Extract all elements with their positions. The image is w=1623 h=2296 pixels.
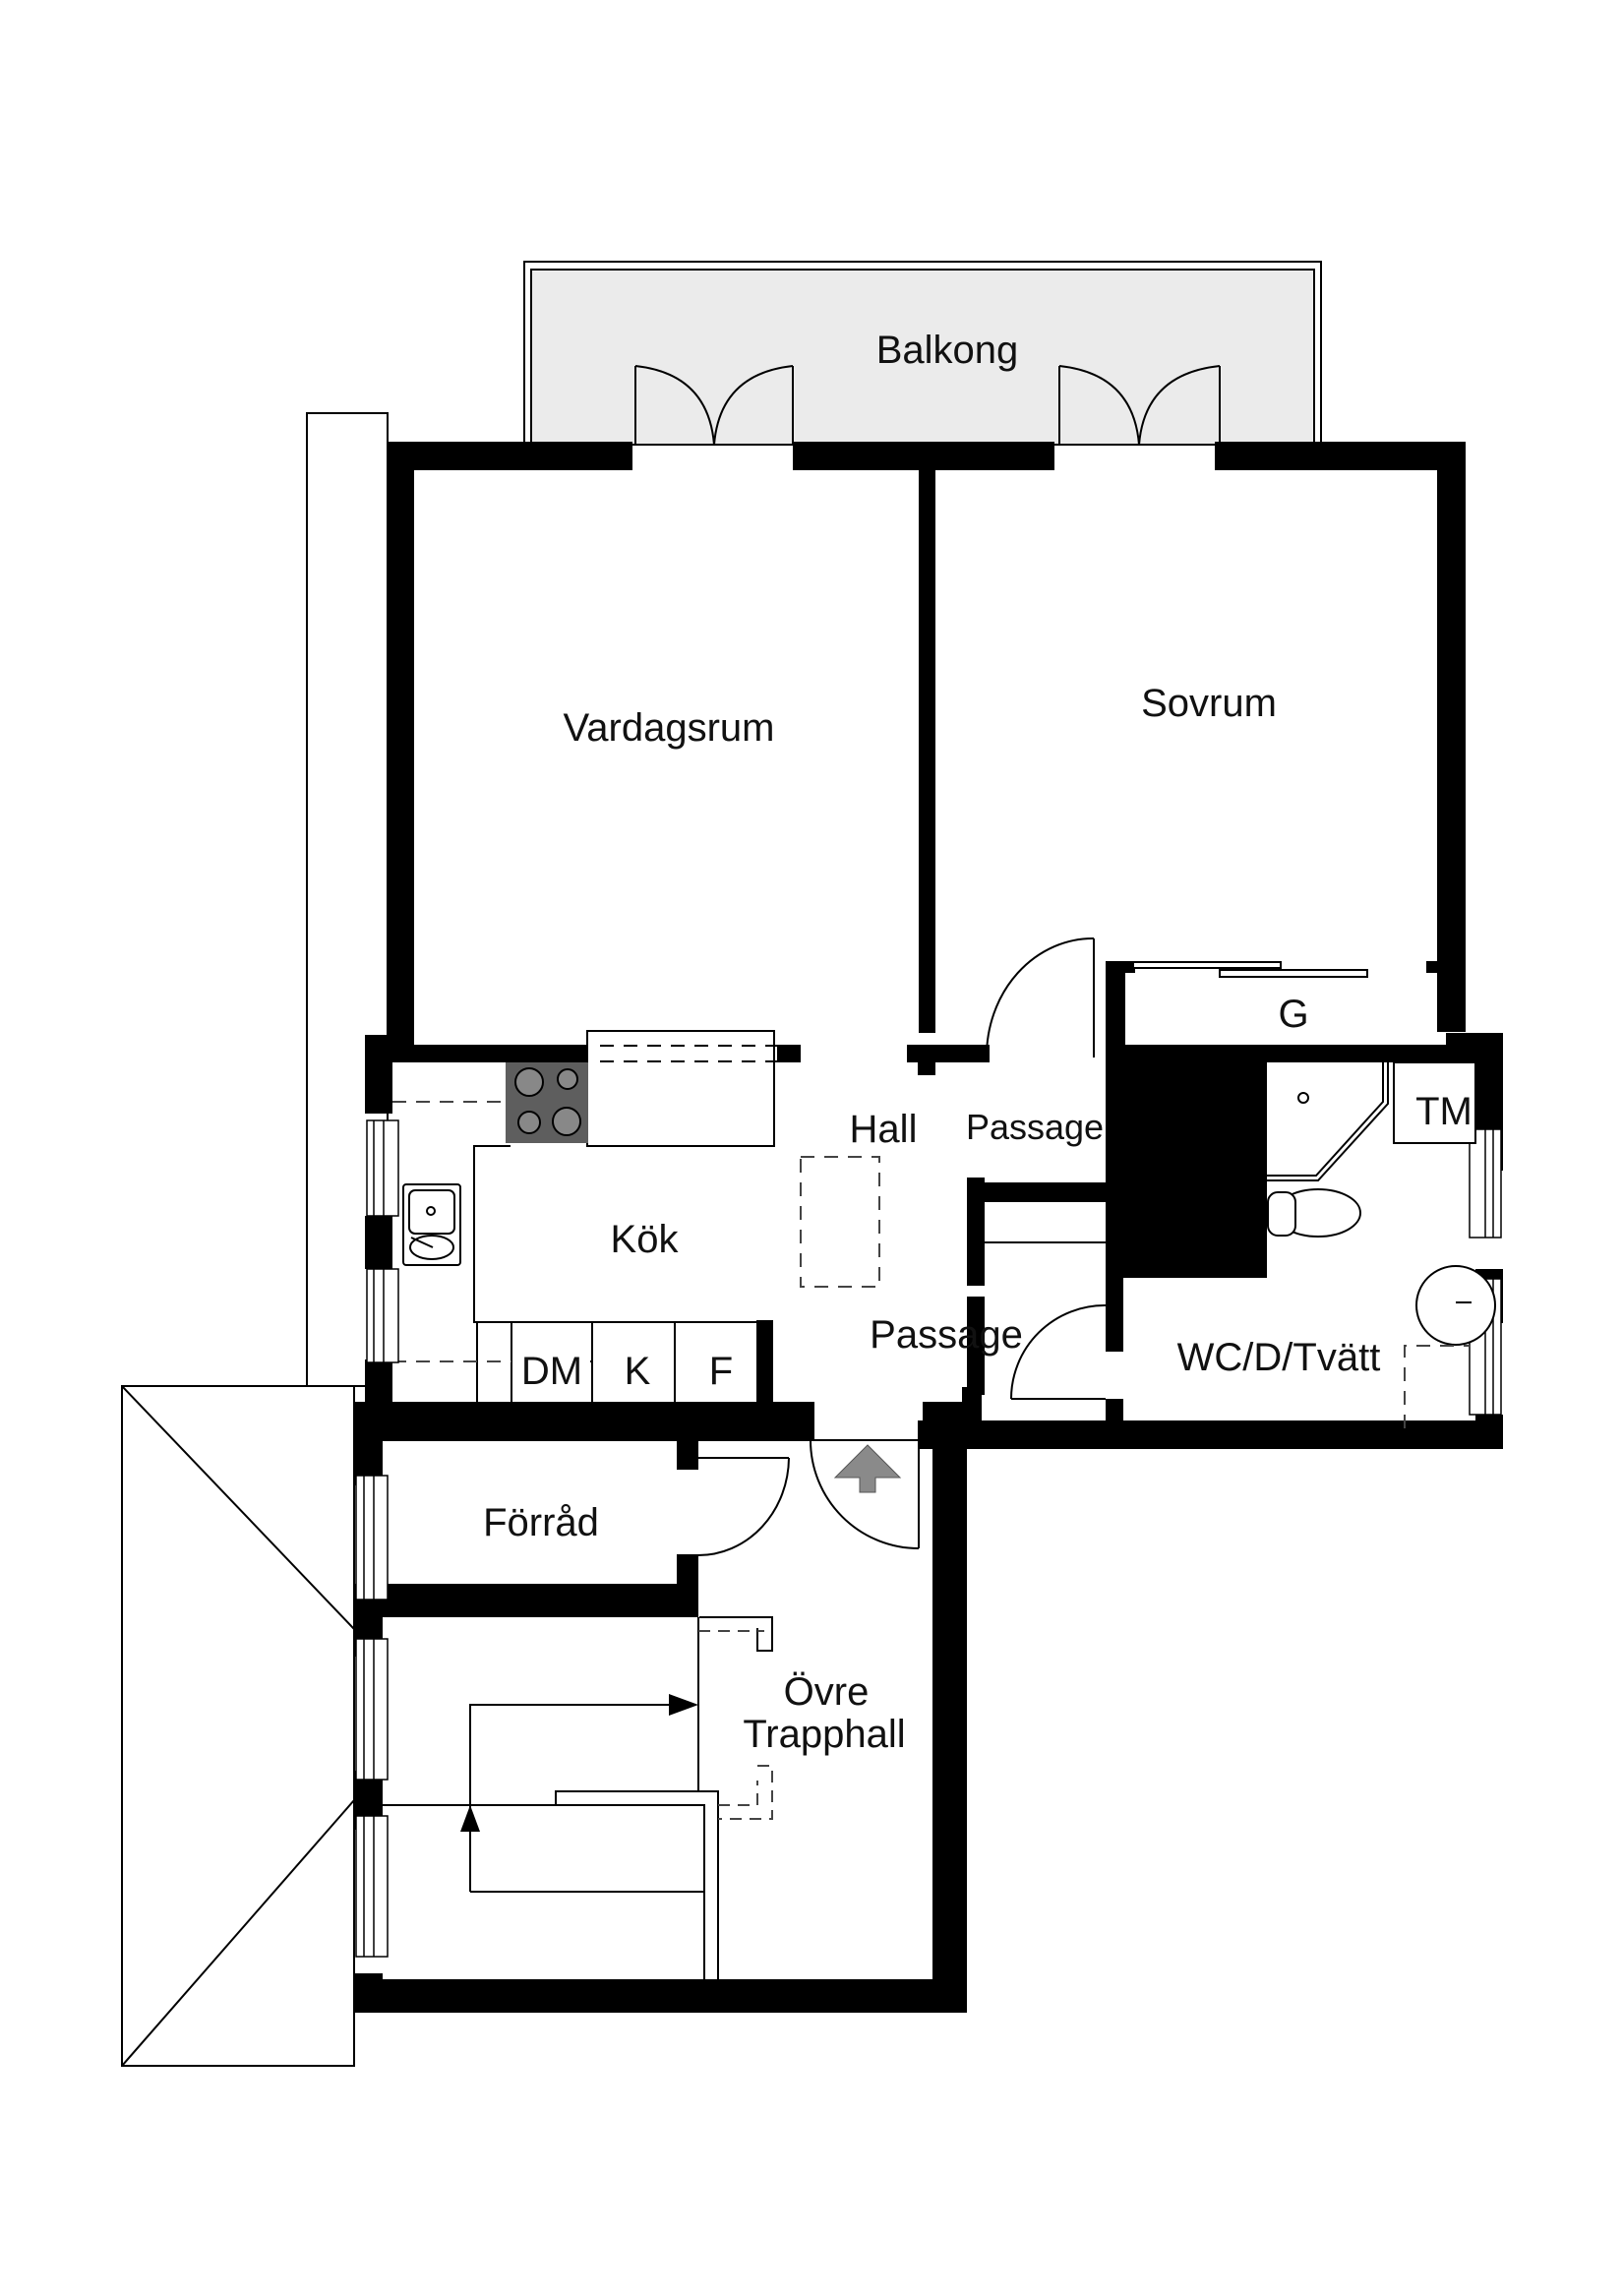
stairs <box>383 1616 773 1979</box>
door-swing-icon <box>634 365 1221 446</box>
sink-icon <box>402 1183 461 1266</box>
hall-rug <box>800 1156 880 1288</box>
stove-icon <box>506 1062 588 1143</box>
walls <box>354 442 1503 2013</box>
exterior-wedge <box>121 1385 355 2067</box>
sliding-door <box>1132 961 1368 978</box>
room-label-tm: TM <box>1415 1090 1473 1133</box>
door-swing-icon <box>1010 1303 1107 1400</box>
room-label-trapphall: Trapphall <box>743 1713 906 1756</box>
room-label-ovre: Övre <box>783 1670 870 1714</box>
window-icon <box>355 1119 1502 1958</box>
room-label-k: K <box>624 1350 651 1393</box>
washbasin-icon <box>1415 1265 1496 1346</box>
room-label-passage-upper: Passage <box>965 1107 1105 1148</box>
entrance-arrow-icon <box>833 1444 902 1493</box>
room-label-g: G <box>1278 993 1309 1036</box>
tm-box <box>1393 1061 1476 1144</box>
room-label-wc: WC/D/Tvätt <box>1176 1336 1381 1379</box>
room-label-sovrum: Sovrum <box>1141 682 1277 725</box>
room-label-passage-lower: Passage <box>870 1313 1023 1357</box>
room-label-balkong: Balkong <box>875 329 1019 372</box>
room-label-hall: Hall <box>849 1108 918 1151</box>
room-label-dm: DM <box>520 1350 583 1393</box>
shower-icon <box>1267 1062 1389 1181</box>
room-label-kok: Kök <box>610 1218 679 1261</box>
toilet-icon <box>1267 1188 1361 1238</box>
stair-arrow-icon <box>460 1694 698 1832</box>
room-label-forrad: Förråd <box>483 1501 599 1544</box>
room-label-vardagsrum: Vardagsrum <box>563 706 775 750</box>
room-label-f: F <box>708 1350 734 1393</box>
door-swing-icon <box>697 1439 923 1556</box>
balcony <box>523 261 1322 446</box>
door-swing-icon <box>985 937 1095 1058</box>
